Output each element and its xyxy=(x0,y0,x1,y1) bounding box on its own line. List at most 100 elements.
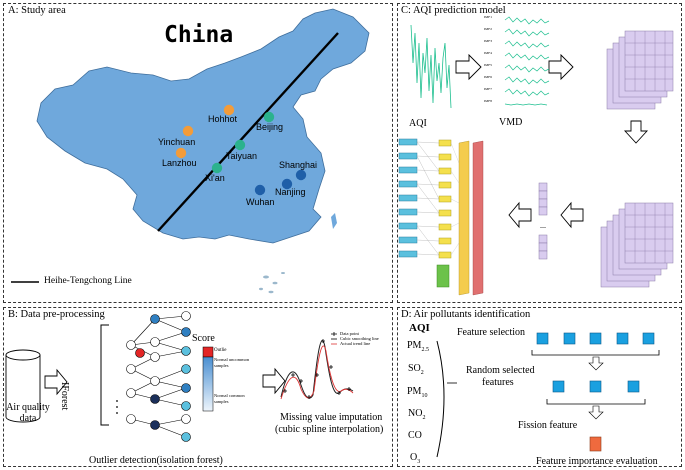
city-dot-yinchuan xyxy=(182,125,194,137)
pollutant-so2: SO2 xyxy=(408,363,424,376)
arrow-down-1 xyxy=(588,356,604,371)
legend-label: Heihe-Tengchong Line xyxy=(44,276,132,286)
iforest-label: IForest xyxy=(59,382,70,411)
lstm-hidden-cells xyxy=(438,139,452,259)
imf-grid-lines-top xyxy=(625,31,673,91)
arrow-to-iforest xyxy=(44,368,68,396)
city-dot-beijing xyxy=(263,111,275,123)
imf-grid-lines-bottom xyxy=(625,203,673,263)
city-label-lanzhou: Lanzhou xyxy=(162,158,197,168)
taiwan-island xyxy=(331,213,337,229)
pollutant-o3: O3 xyxy=(410,452,421,465)
common-label: Normal common samples xyxy=(214,393,245,404)
pollutant-co: CO xyxy=(408,430,422,441)
imf-label-8: IMF8 xyxy=(484,99,492,103)
imputation-caption-2: (cubic spline interpolation) xyxy=(275,424,384,435)
panel-pollutants-identification xyxy=(397,307,682,467)
interpolation-legend-markers xyxy=(331,332,337,345)
iforest-brace xyxy=(100,324,109,426)
imf-label-6: IMF6 xyxy=(484,75,492,79)
vmd-components xyxy=(504,16,550,106)
aqi-signal-label: AQI xyxy=(409,118,427,129)
outlier-label: Outlie xyxy=(214,348,227,353)
feature-selection-label: Feature selection xyxy=(457,327,526,338)
isolation-tree-edges xyxy=(130,315,187,438)
city-dot-xian xyxy=(211,162,223,174)
arrow-left-1 xyxy=(560,201,584,229)
panel-c-title: C: AQI prediction model xyxy=(401,5,506,16)
imf-label-5: IMF5 xyxy=(484,63,492,67)
lstm-green-block xyxy=(436,264,450,288)
legend-actual-line: Actual trend line xyxy=(340,341,371,346)
imf-label-3: IMF3 xyxy=(484,39,492,43)
actual-trend-line xyxy=(280,345,354,400)
city-label-hohhot: Hohhot xyxy=(208,114,238,124)
data-points xyxy=(283,339,351,399)
arrow-to-imf-grids xyxy=(548,53,574,81)
isolation-tree-nodes xyxy=(126,311,191,442)
legend-cubic-line: Cubic smoothing line xyxy=(340,336,379,341)
arrow-down-2 xyxy=(588,405,604,420)
pollutant-aqi-label: AQI xyxy=(409,322,430,334)
panel-study-area xyxy=(3,3,393,303)
selection-brace-2 xyxy=(546,399,646,405)
pollutant-no2: NO2 xyxy=(408,408,426,421)
score-label: Score xyxy=(192,333,215,344)
feature-boxes-row-1 xyxy=(536,332,655,345)
imf-label-7: IMF7 xyxy=(484,87,492,91)
city-label-wuhan: Wuhan xyxy=(246,197,275,207)
selection-brace-1 xyxy=(531,350,660,356)
feature-boxes-row-2 xyxy=(552,380,640,393)
panel-aqi-prediction xyxy=(397,3,682,303)
panel-data-preprocessing xyxy=(3,307,393,467)
cylinder-label: Air quality data xyxy=(6,402,50,424)
panel-d-title: D: Air pollutants identification xyxy=(401,309,531,320)
pollutant-bracket xyxy=(436,340,445,458)
score-outlier-block xyxy=(202,346,214,358)
arrow-left-2 xyxy=(508,201,532,229)
vector-ellipsis: ... xyxy=(540,221,546,230)
arrow-to-interpolation xyxy=(262,367,286,395)
south-sea-islands xyxy=(259,272,285,294)
city-dot-taiyuan xyxy=(234,139,246,151)
vmd-label: VMD xyxy=(499,117,523,128)
feature-vector xyxy=(538,182,548,260)
imf-label-2: IMF2 xyxy=(484,27,492,31)
imf-grid-stack-top xyxy=(606,30,674,110)
city-dot-shanghai xyxy=(295,169,307,181)
database-cylinder xyxy=(5,349,41,423)
preprocessing-diagram xyxy=(5,311,354,442)
city-label-taiyuan: Taiyuan xyxy=(226,151,258,161)
prediction-diagram xyxy=(398,16,674,296)
tree-ellipsis xyxy=(116,400,118,414)
importance-evaluation-label: Feature importance evaluation xyxy=(536,456,658,467)
aqi-signal xyxy=(410,24,452,109)
pollutant-pm25: PM2.5 xyxy=(407,340,429,353)
dense-layer-red xyxy=(472,140,484,296)
random-selected-label-1: Random selected xyxy=(466,365,535,376)
random-selected-label-2: features xyxy=(482,377,514,388)
country-label: China xyxy=(164,22,234,48)
fission-feature-label: Fission feature xyxy=(518,420,578,431)
lstm-input-cells xyxy=(398,138,418,258)
panel-b-title: B: Data pre-processing xyxy=(8,309,105,320)
city-dot-wuhan xyxy=(254,184,266,196)
lstm-connections xyxy=(416,141,440,256)
city-dot-lanzhou xyxy=(175,147,187,159)
uncommon-label: Normal uncommon samples xyxy=(214,357,250,368)
city-label-xian: Xi'an xyxy=(205,173,225,183)
score-bar xyxy=(202,356,214,412)
detection-caption: Outlier detection(isolation forest) xyxy=(89,455,223,466)
imf-label-1: IMF1 xyxy=(484,15,492,19)
imf-grid-stack-bottom xyxy=(600,202,674,288)
arrow-down xyxy=(623,120,649,144)
heihe-tengchong-line xyxy=(157,32,339,232)
importance-box xyxy=(589,436,602,452)
arrow-to-vmd xyxy=(455,53,482,81)
pollutant-pm10: PM10 xyxy=(407,386,428,399)
cubic-smoothing-line xyxy=(280,340,354,399)
imf-label-4: IMF4 xyxy=(484,51,492,55)
city-label-yinchuan: Yinchuan xyxy=(158,137,196,147)
city-label-nanjing: Nanjing xyxy=(275,187,306,197)
city-dot-nanjing xyxy=(281,178,293,190)
